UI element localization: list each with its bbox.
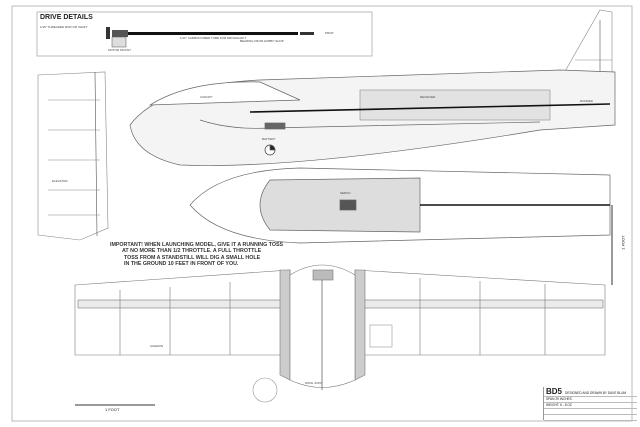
label-receiver: RECEIVER: [420, 95, 436, 99]
title-block-empty-row: [544, 409, 637, 415]
warning-line: AT NO MORE THAN 1/2 THROTTLE. A FULL THR…: [122, 248, 262, 255]
weight: WEIGHT: 6 - 8 OZ: [544, 403, 637, 409]
title-block-empty-row: [544, 415, 637, 421]
drive-note-shaft: 1/16" CARBON FIBER TUBE FOR DRIVESHAFT: [180, 36, 247, 40]
label-servo: SERVO: [340, 191, 351, 195]
scale-label-horizontal: 1 FOOT: [105, 407, 120, 412]
drive-note-bearing: BEARING FROM HOBBY SHOP: [240, 39, 284, 43]
wing-plan: [74, 264, 606, 403]
drive-note-motor-mount: MOTOR MOUNT: [108, 48, 131, 52]
horizontal-stabilizer: [37, 71, 109, 241]
model-name: BD5: [546, 387, 563, 396]
span: SPAN 29 INCHES: [544, 397, 637, 403]
label-wing-joint: WING JOINT: [305, 381, 323, 385]
label-elevator: ELEVATOR: [52, 179, 68, 183]
scale-label-vertical: 1 FOOT: [620, 235, 626, 250]
fuselage-top-view: [189, 167, 611, 244]
drive-note-motor: 1/16" THREADED ROD OR SHAFT: [40, 25, 88, 29]
warning-line: TOSS FROM A STANDSTILL WILL DIG A SMALL …: [124, 254, 261, 261]
warning-line: IN THE GROUND 10 FEET IN FRONT OF YOU.: [124, 260, 239, 267]
launch-warning: IMPORTANT! WHEN LAUNCHING MODEL, GIVE IT…: [110, 242, 310, 267]
drive-details-title: DRIVE DETAILS: [40, 14, 93, 21]
warning-line: IMPORTANT! WHEN LAUNCHING MODEL, GIVE IT…: [110, 242, 284, 248]
label-canopy: CANOPY: [200, 95, 213, 99]
fuselage-side-view: [129, 69, 616, 166]
label-rudder: RUDDER: [580, 99, 593, 103]
label-aileron: AILERON: [150, 344, 164, 348]
label-battery: BATTERY: [262, 137, 276, 141]
sheet-border: [11, 5, 633, 422]
designer: DESIGNED AND DRAWN BY DAVE BLUM: [565, 391, 627, 395]
drive-details-diagram: [36, 11, 373, 57]
drive-note-prop: PROP: [325, 31, 334, 35]
